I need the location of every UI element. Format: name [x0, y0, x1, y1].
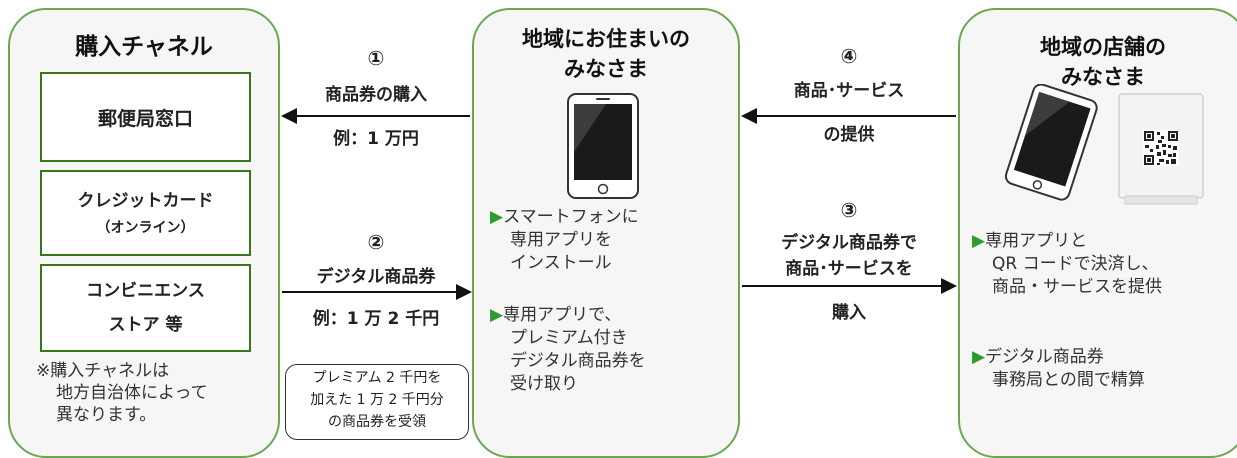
channel-label: コンビニエンス: [86, 281, 205, 301]
arrow4-line: [755, 115, 956, 117]
bullet-triangle-icon: ▶: [490, 207, 504, 227]
note-line: 地方自治体によって: [56, 383, 208, 403]
purchase-channel-title: 購入チャネル: [75, 34, 213, 60]
stores-title-line2: みなさま: [1061, 65, 1145, 89]
residents-bullet-1: ▶スマートフォンに 専用アプリを インストール: [490, 206, 730, 275]
stores-title-line1: 地域の店舗の: [1040, 35, 1166, 59]
arrow2-example: 例：1 万 2 千円: [312, 309, 440, 329]
arrow4-head: [741, 108, 757, 124]
bullet-text: 専用アプリと: [985, 231, 1088, 251]
bullet-text: スマートフォンに: [503, 207, 639, 227]
tablet-icon: [996, 83, 1106, 202]
arrow2-line: [282, 291, 457, 293]
bullet-triangle-icon: ▶: [972, 347, 986, 367]
channel-sublabel: （オンライン）: [96, 220, 195, 236]
arrow1-line: [295, 115, 470, 117]
arrow4-below: の提供: [823, 125, 875, 145]
arrow4-number: ④: [840, 44, 858, 68]
channel-post-office: 郵便局窓口: [40, 72, 251, 162]
arrow3-below: 購入: [832, 303, 866, 323]
premium-line: プレミアム 2 千円を: [312, 370, 442, 386]
smartphone-icon: [566, 92, 640, 200]
premium-note: プレミアム 2 千円を 加えた 1 万 2 千円分 の商品券を受領: [285, 364, 469, 440]
premium-line: の商品券を受領: [328, 414, 426, 430]
channel-convenience-store: コンビニエンス ストア 等: [40, 264, 251, 352]
bullet-text: プレミアム付き: [510, 328, 628, 348]
arrow1-label: 商品券の購入: [325, 85, 427, 105]
arrow3-label-line1: デジタル商品券で: [781, 233, 917, 253]
channel-credit-card: クレジットカード （オンライン）: [40, 170, 251, 256]
bullet-text: 事務局との間で精算: [992, 370, 1145, 390]
qr-stand-icon: [1115, 92, 1207, 206]
arrow3-label-line2: 商品･サービスを: [785, 259, 913, 279]
arrow2-number: ②: [367, 230, 385, 254]
arrow3-head: [941, 278, 957, 294]
arrow1-number: ①: [367, 46, 385, 70]
bullet-text: 受け取り: [510, 374, 578, 394]
premium-line: 加えた 1 万 2 千円分: [310, 392, 444, 408]
arrow2-label: デジタル商品券: [316, 267, 436, 287]
bullet-text: 専用アプリで、: [503, 305, 622, 325]
bullet-text: インストール: [510, 253, 612, 273]
bullet-text: 商品・サービスを提供: [992, 277, 1162, 297]
channel-label: クレジットカード: [77, 191, 214, 211]
bullet-text: デジタル商品券を: [510, 351, 646, 371]
bullet-text: 専用アプリを: [510, 230, 612, 250]
arrow1-example: 例：1 万円: [333, 129, 419, 149]
arrow3-number: ③: [840, 198, 858, 222]
arrow3-line: [742, 285, 942, 287]
purchase-channel-note: ※購入チャネルは 地方自治体によって 異なります。: [36, 360, 276, 426]
bullet-text: デジタル商品券: [985, 347, 1104, 367]
stores-bullet-2: ▶デジタル商品券 事務局との間で精算: [972, 346, 1234, 392]
residents-bullet-2: ▶専用アプリで、 プレミアム付き デジタル商品券を 受け取り: [490, 304, 730, 396]
stores-panel: 地域の店舗の みなさま: [958, 8, 1237, 458]
bullet-triangle-icon: ▶: [490, 305, 504, 325]
note-line: 異なります。: [56, 405, 157, 425]
arrow4-label: 商品･サービス: [793, 81, 905, 101]
stores-bullet-1: ▶専用アプリと QR コードで決済し、 商品・サービスを提供: [972, 230, 1234, 299]
channel-label: 郵便局窓口: [97, 107, 193, 130]
arrow1-head: [281, 108, 297, 124]
channel-sublabel: ストア 等: [108, 315, 183, 335]
arrow2-head: [456, 284, 472, 300]
note-line: ※購入チャネルは: [36, 361, 170, 381]
residents-title-line2: みなさま: [564, 57, 648, 81]
residents-title-line1: 地域にお住まいの: [522, 27, 690, 51]
bullet-triangle-icon: ▶: [972, 231, 986, 251]
bullet-text: QR コードで決済し、: [992, 254, 1159, 274]
